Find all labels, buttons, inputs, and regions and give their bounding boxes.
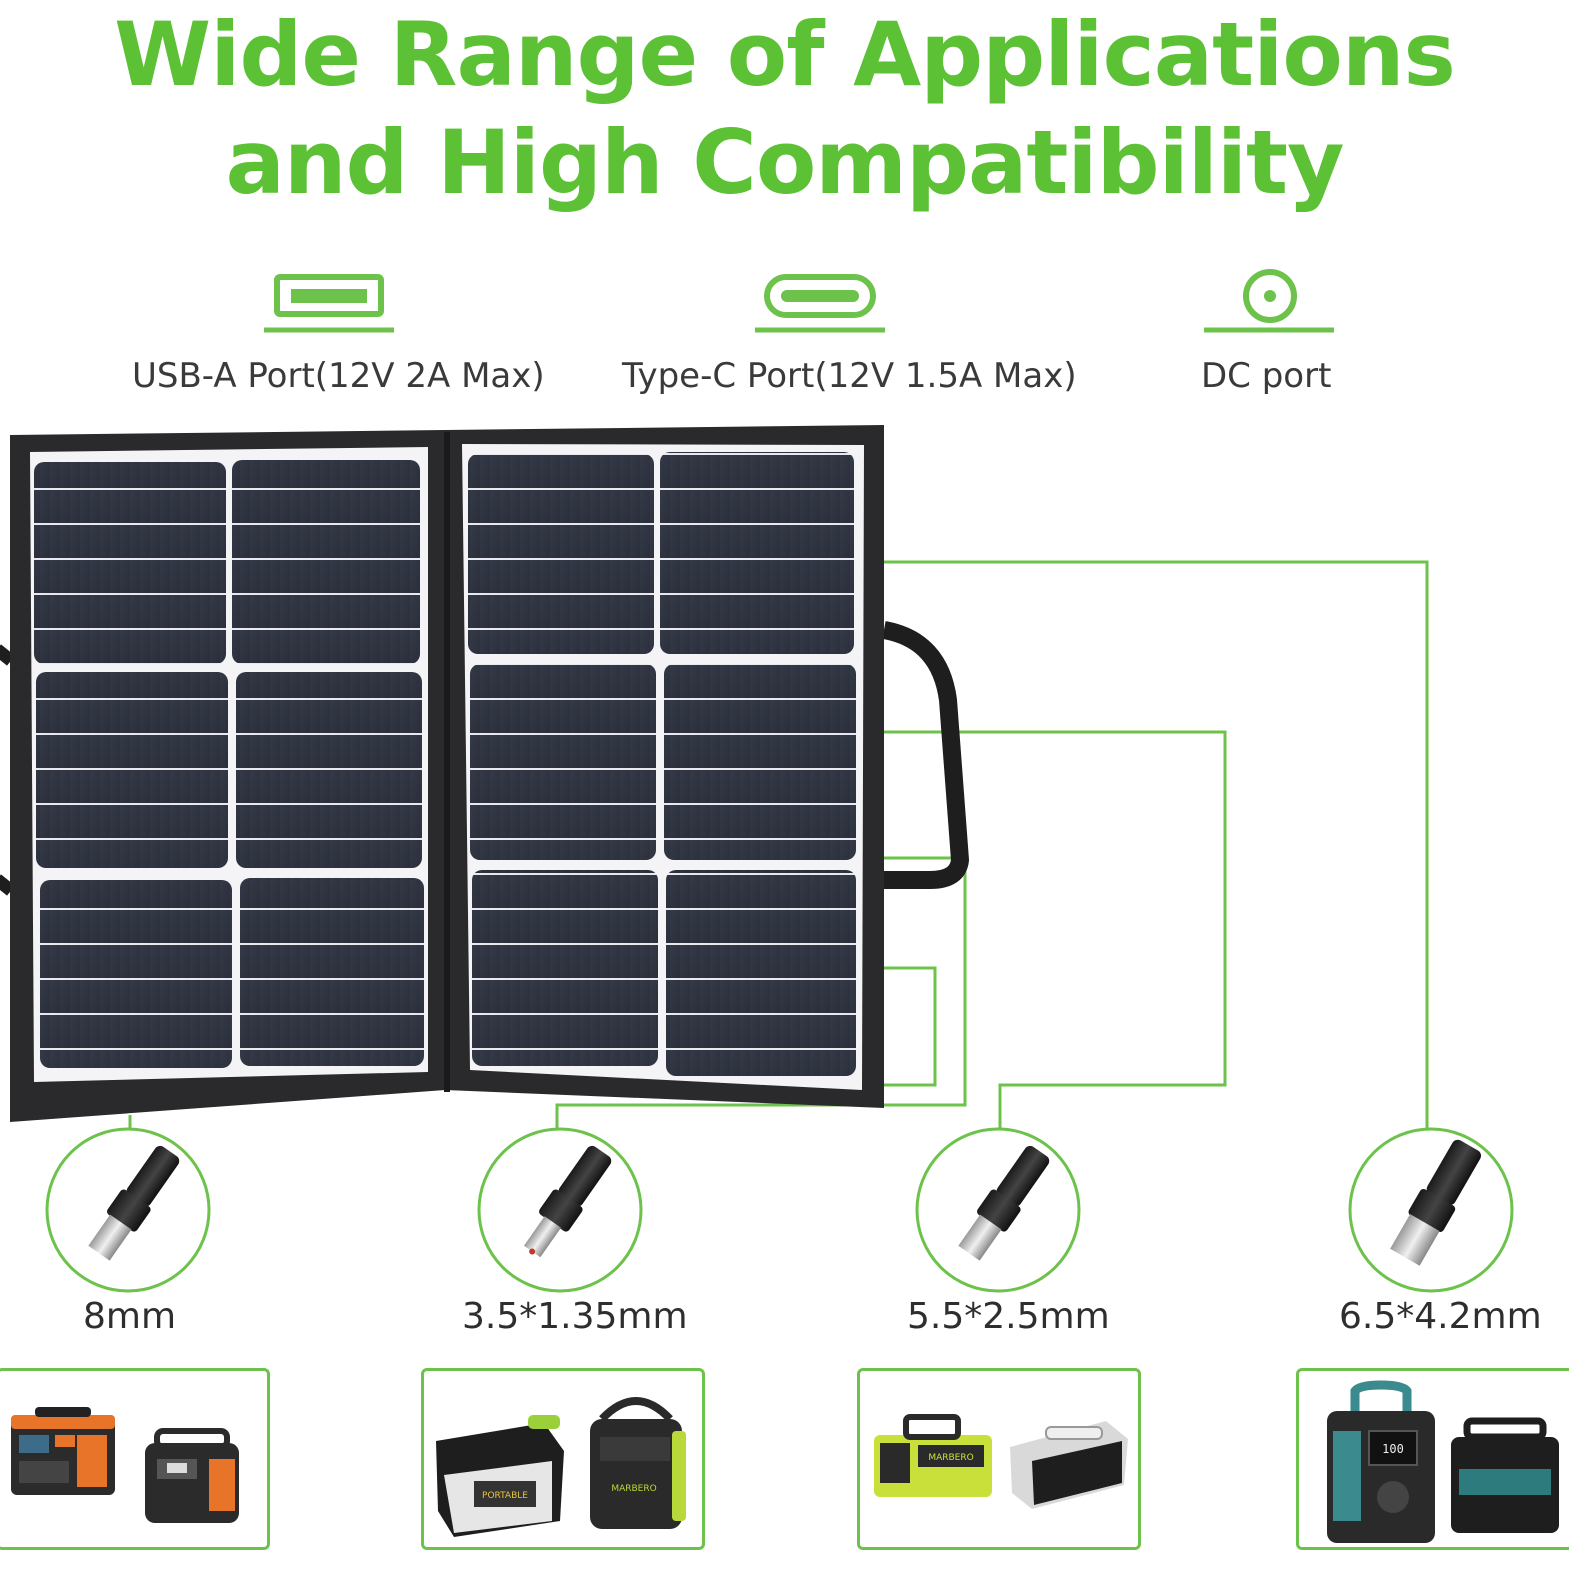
- power-station-orange-large: [11, 1407, 115, 1495]
- connector-5-5x2-5mm: [915, 1127, 1081, 1293]
- connector-6-5x4-2mm: [1348, 1127, 1514, 1293]
- connector-3-5x1-35mm: [477, 1127, 643, 1293]
- port-label-dc: DC port: [1201, 356, 1332, 396]
- marbero-lime-brand-text: MARBERO: [928, 1453, 973, 1463]
- panel-handle-left: [0, 644, 16, 896]
- power-station-silver: [1010, 1421, 1128, 1509]
- device-box-5-5x2-5mm: MARBERO: [857, 1368, 1141, 1550]
- connector-size-label-8mm: 8mm: [83, 1296, 177, 1337]
- port-label-usb-a: USB-A Port(12V 2A Max): [132, 356, 545, 396]
- teal-station-display-text: 100: [1382, 1442, 1404, 1456]
- page-title-line-1: Wide Range of Applications: [114, 3, 1456, 106]
- power-station-images-5-5x2-5mm: MARBERO: [874, 1414, 1128, 1509]
- power-station-teal: 100: [1327, 1380, 1435, 1543]
- connector-8mm: [45, 1127, 211, 1293]
- power-station-images-6-5x4-2mm: 100: [1327, 1380, 1559, 1543]
- device-box-3-5x1-35mm: PORTABLE MARBERO: [421, 1368, 705, 1550]
- cable-lines: [128, 560, 1429, 1130]
- device-box-8mm: [0, 1368, 270, 1550]
- power-station-black: [1451, 1417, 1559, 1533]
- power-station-marbero-green: MARBERO: [590, 1397, 686, 1529]
- connector-size-label-3-5x1-35mm: 3.5*1.35mm: [462, 1296, 688, 1337]
- solar-panel-right: [462, 444, 864, 1090]
- power-station-images-8mm: [11, 1407, 239, 1523]
- device-box-6-5x4-2mm: 100: [1296, 1368, 1569, 1550]
- port-label-type-c: Type-C Port(12V 1.5A Max): [622, 356, 1077, 396]
- power-station-lime: MARBERO: [874, 1414, 992, 1497]
- page-title-line-2: and High Compatibility: [225, 111, 1344, 214]
- connector-size-label-5-5x2-5mm: 5.5*2.5mm: [907, 1296, 1110, 1337]
- panel-handle-right: [882, 621, 970, 889]
- power-station-images-3-5x1-35mm: PORTABLE MARBERO: [436, 1397, 686, 1537]
- solar-panel-left: [30, 447, 428, 1082]
- portable-brand-text: PORTABLE: [482, 1491, 528, 1501]
- power-station-portable: PORTABLE: [436, 1415, 564, 1537]
- power-station-orange-small: [145, 1428, 239, 1523]
- connector-size-label-6-5x4-2mm: 6.5*4.2mm: [1339, 1296, 1542, 1337]
- marbero-brand-text: MARBERO: [611, 1484, 656, 1494]
